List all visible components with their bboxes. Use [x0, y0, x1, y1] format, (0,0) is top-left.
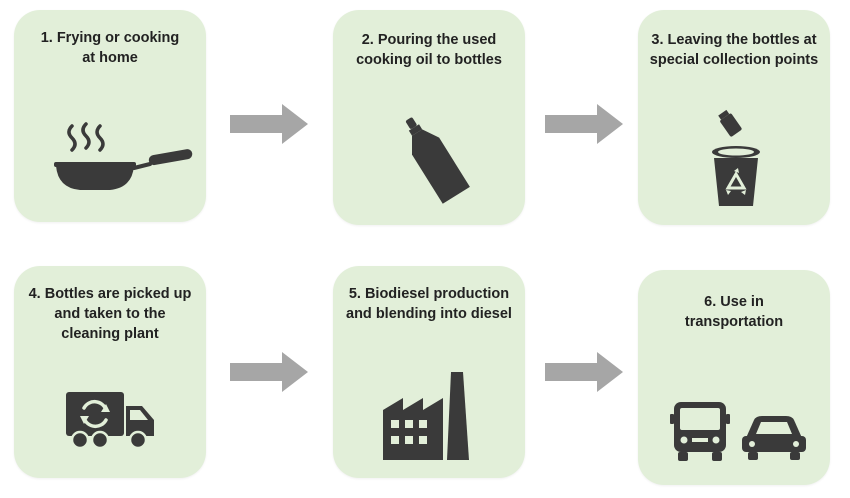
step-2-card: 2. Pouring the used cooking oil to bottl… [333, 10, 525, 225]
recycling-truck-icon [64, 384, 156, 459]
step-3-card: 3. Leaving the bottles at special collec… [638, 10, 830, 225]
arrow-step2-to-step3 [545, 104, 623, 144]
frying-pan-icon [50, 120, 200, 205]
step-4-label: 4. Bottles are picked up and taken to th… [28, 286, 192, 342]
step-5-label: 5. Biodiesel production and blending int… [346, 286, 512, 322]
arrow-step4-to-step5 [230, 352, 308, 392]
arrow-step1-to-step2 [230, 104, 308, 144]
arrow-step5-to-step6 [545, 352, 623, 392]
step-5-card: 5. Biodiesel production and blending int… [333, 266, 525, 478]
step-3-label: 3. Leaving the bottles at special collec… [649, 32, 819, 68]
bottle-icon [393, 110, 473, 210]
recycling-bin-icon [706, 108, 766, 213]
bus-and-car-icon [668, 398, 808, 469]
step-4-card: 4. Bottles are picked up and taken to th… [14, 266, 206, 478]
step-1-card: 1. Frying or cooking at home [14, 10, 206, 222]
step-6-label: 6. Use in transportation [684, 294, 784, 330]
step-6-card: 6. Use in transportation [638, 270, 830, 485]
factory-icon [381, 370, 475, 467]
step-2-label: 2. Pouring the used cooking oil to bottl… [356, 32, 502, 68]
step-1-label: 1. Frying or cooking at home [40, 30, 180, 66]
